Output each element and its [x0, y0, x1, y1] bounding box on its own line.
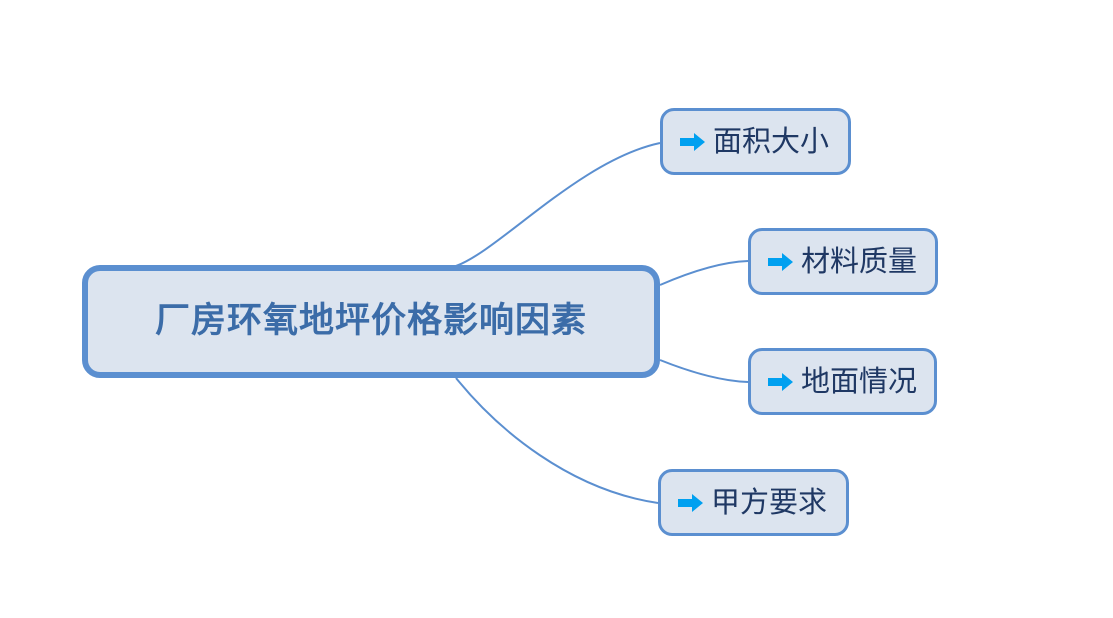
- child-node-3-label: 地面情况: [801, 364, 918, 398]
- child-node-1-label: 面积大小: [713, 124, 830, 158]
- arrow-right-icon: [680, 131, 706, 153]
- connector-root-to-child-2: [659, 260, 749, 286]
- child-node-1-content: 面积大小: [680, 127, 829, 156]
- arrow-right-icon: [768, 251, 794, 273]
- child-node-4-label: 甲方要求: [711, 485, 828, 519]
- connector-root-to-child-1: [455, 142, 661, 267]
- arrow-right-icon: [678, 492, 704, 514]
- connector-root-to-child-4: [455, 377, 659, 504]
- child-node-2-content: 材料质量: [768, 247, 917, 276]
- child-node-2[interactable]: 材料质量: [748, 228, 938, 295]
- root-node[interactable]: 厂房环氧地坪价格影响因素: [82, 265, 660, 378]
- root-node-label: 厂房环氧地坪价格影响因素: [154, 301, 587, 341]
- arrow-right-icon: [768, 371, 794, 393]
- child-node-4[interactable]: 甲方要求: [658, 469, 849, 536]
- child-node-3-content: 地面情况: [768, 367, 917, 396]
- child-node-3[interactable]: 地面情况: [748, 348, 937, 415]
- connector-root-to-child-3: [659, 359, 749, 383]
- child-node-1[interactable]: 面积大小: [660, 108, 851, 175]
- child-node-2-label: 材料质量: [801, 244, 918, 278]
- child-node-4-content: 甲方要求: [678, 488, 827, 517]
